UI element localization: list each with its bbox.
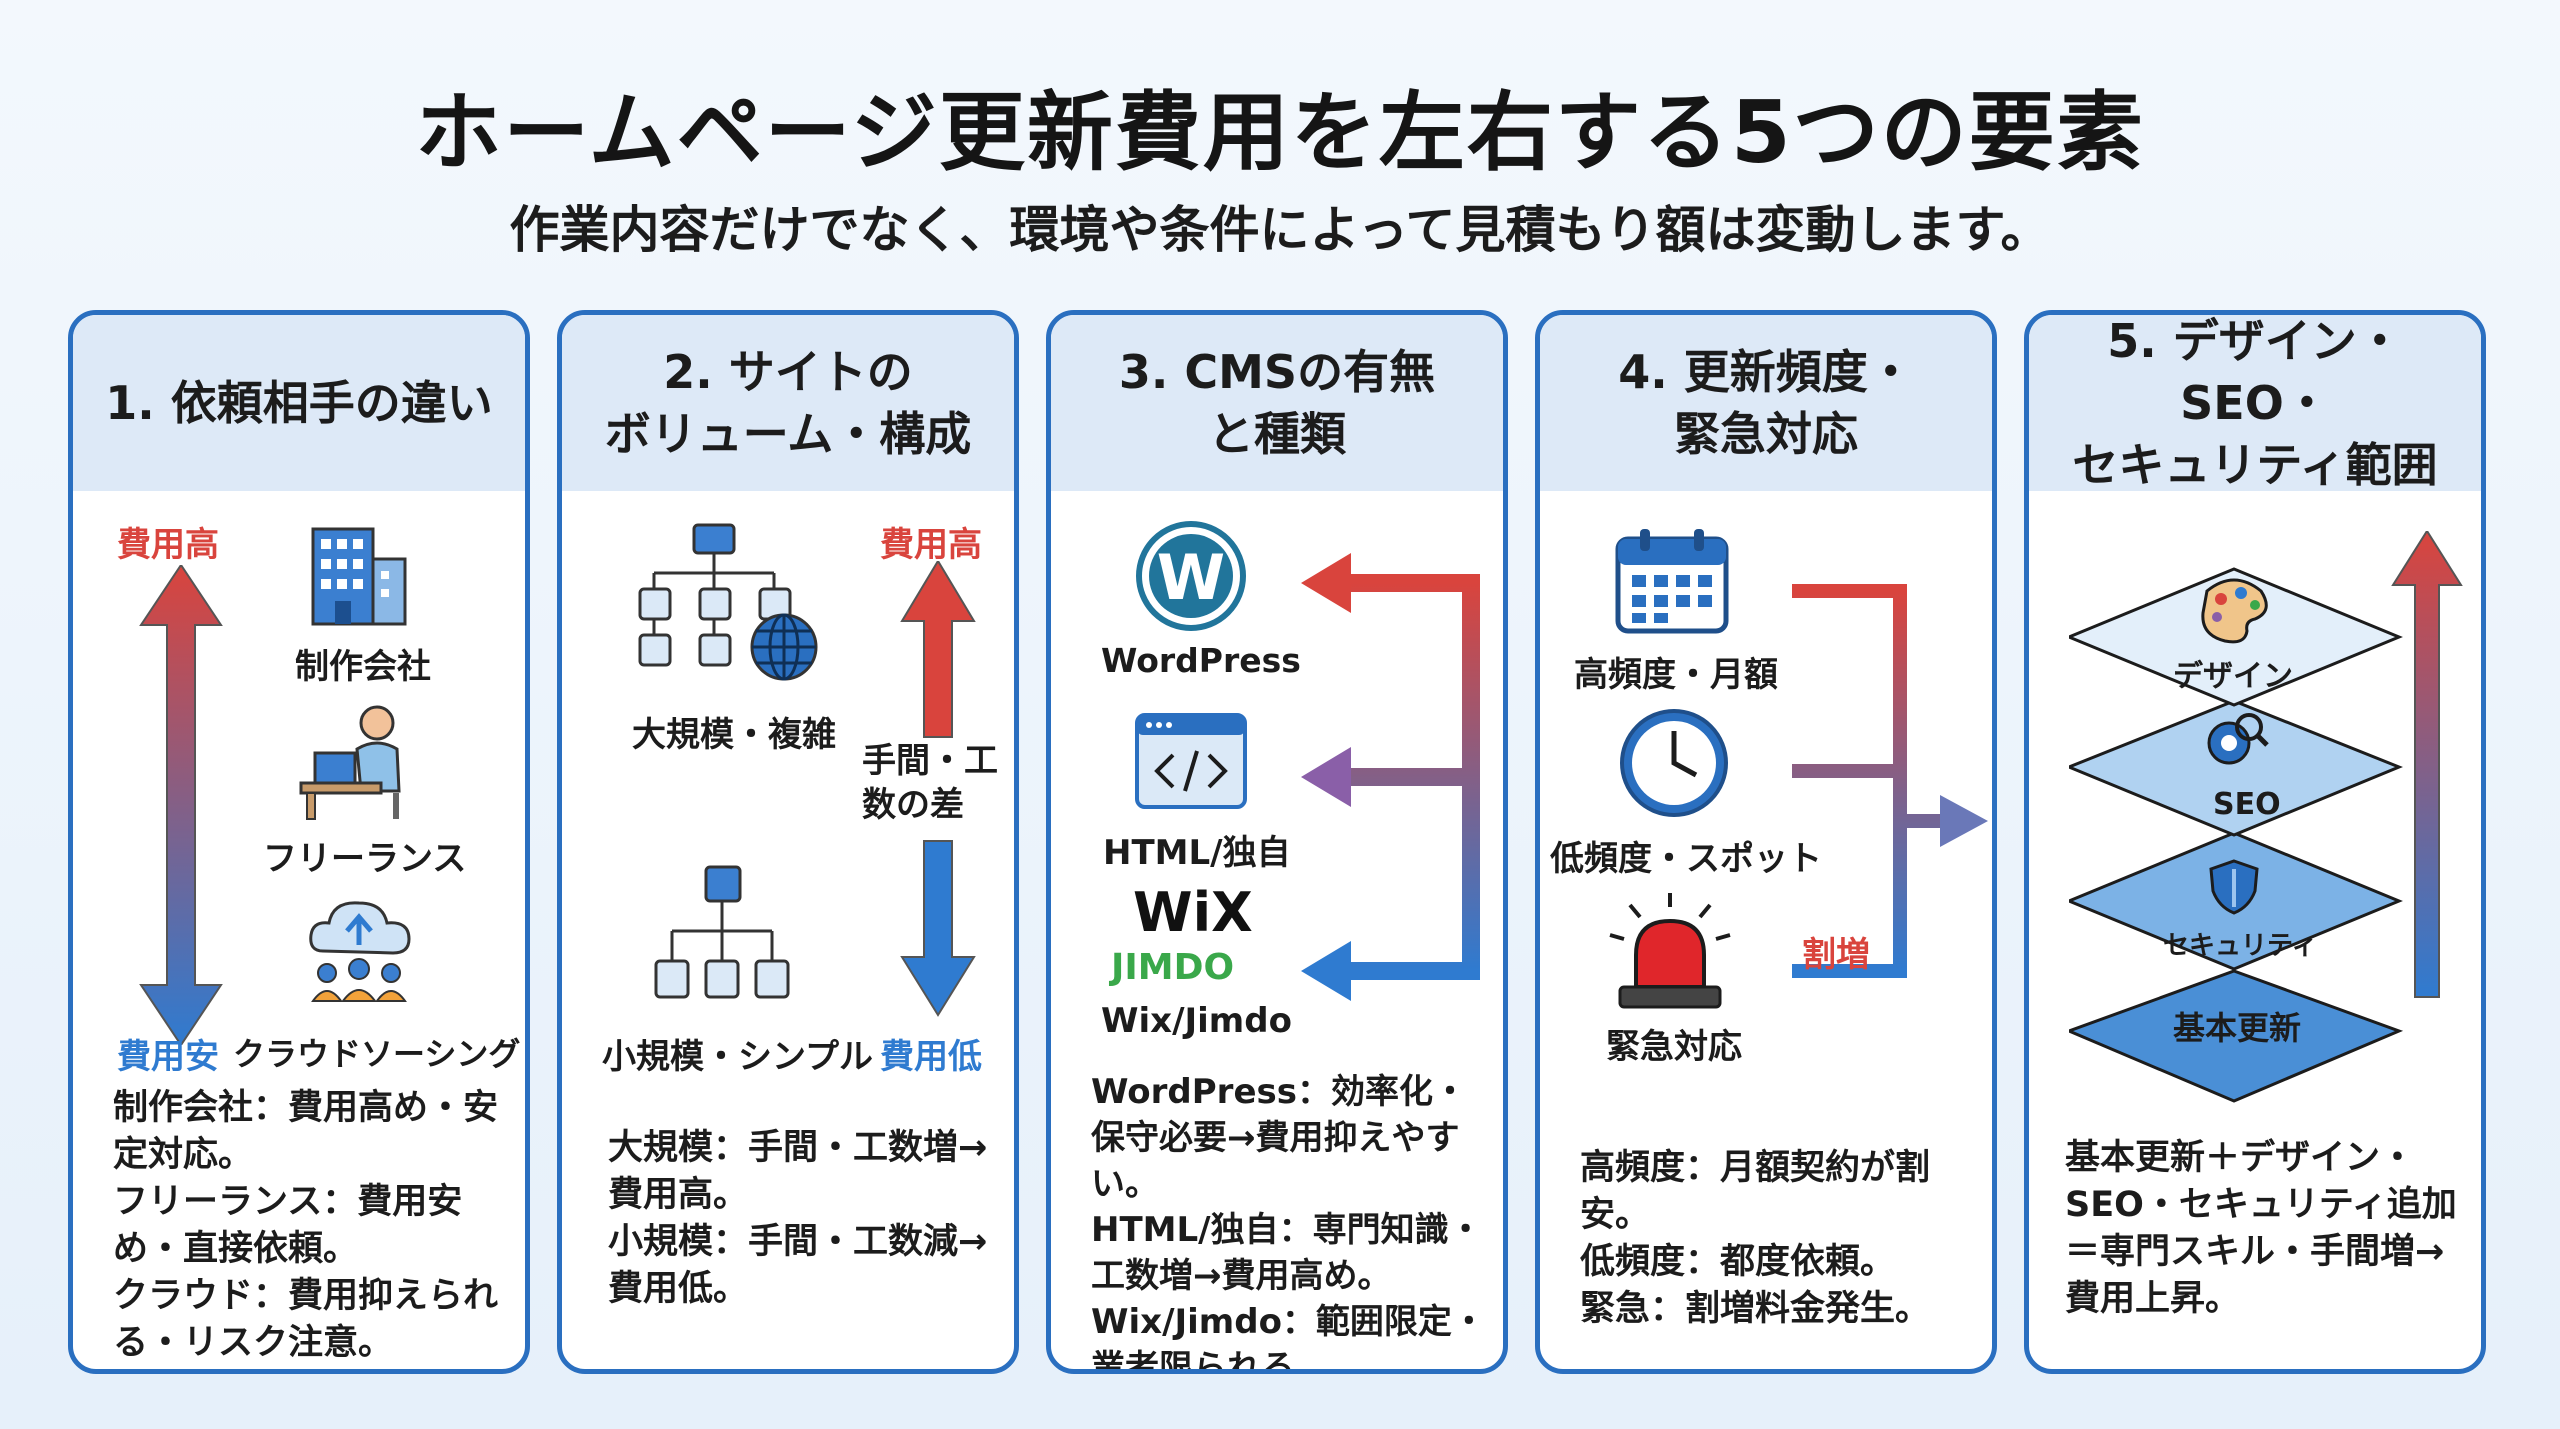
- cost-low-label: 費用低: [880, 1037, 982, 1077]
- sitemap-large-icon: [638, 523, 818, 681]
- arrow-down-blue: [900, 840, 976, 1017]
- arrow-up-red: [900, 561, 976, 738]
- layer-label: デザイン: [2173, 659, 2293, 694]
- building-icon: [311, 527, 407, 626]
- cloud-crowd-icon: [309, 901, 411, 1002]
- frequency-merge-arrows: [1792, 584, 1988, 978]
- card-design-seo-security: 5. デザイン・SEO・ セキュリティ範囲 デザイン SEO セキ: [2024, 310, 2486, 1374]
- svg-text:W: W: [1157, 541, 1225, 614]
- frequency-item-label: 高頻度・月額: [1574, 655, 1778, 695]
- volume-item-label: 小規模・シンプル: [602, 1037, 873, 1077]
- html-code-icon: [1135, 713, 1247, 809]
- palette-icon: [2201, 578, 2268, 644]
- jimdo-logo: JIMDO: [1111, 947, 1235, 988]
- cms-converging-arrows: [1301, 553, 1480, 1001]
- layer-seo: [2069, 699, 2403, 837]
- layer-basic-update: [2069, 969, 2404, 1103]
- cms-item-label: HTML/独自: [1103, 833, 1291, 873]
- frequency-item-label: 低頻度・スポット: [1550, 839, 1822, 879]
- cms-item-label: Wix/Jimdo: [1101, 1001, 1292, 1041]
- calendar-icon: [1615, 529, 1729, 634]
- wix-logo: WiX: [1133, 881, 1253, 944]
- layer-label: セキュリティ: [2163, 931, 2318, 961]
- cost-gradient-arrow: [139, 565, 223, 1045]
- cost-high-label: 費用高: [880, 525, 982, 565]
- client-item-label: クラウドソーシング: [233, 1035, 521, 1073]
- alarm-siren-icon: [1609, 893, 1731, 1009]
- gear-search-icon: [2207, 713, 2269, 765]
- shield-icon: [2209, 859, 2259, 915]
- card-description: 大規模：手間・工数増→費用高。 小規模：手間・工数減→費用低。: [608, 1128, 988, 1309]
- card-description: WordPress：効率化・保守必要→費用抑えやすい。 HTML/独自：専門知識…: [1091, 1072, 1486, 1374]
- freelancer-icon: [299, 705, 401, 820]
- frequency-item-label: 緊急対応: [1606, 1027, 1742, 1067]
- card-description: 制作会社：費用高め・安定対応。 フリーランス：費用安め・直接依頼。 クラウド：費…: [113, 1088, 499, 1363]
- card-heading: 4. 更新頻度・ 緊急対応: [1540, 315, 1992, 491]
- card-description: 基本更新＋デザイン・SEO・セキュリティ追加＝専門スキル・手間増→費用上昇。: [2065, 1138, 2457, 1319]
- card-cms-type: 3. CMSの有無 と種類 W WordPress HTML/独自 WiX JI…: [1046, 310, 1508, 1374]
- cost-rise-arrow: [2391, 531, 2463, 998]
- clock-icon: [1620, 709, 1728, 817]
- card-client-type: 1. 依頼相手の違い 費用高 制作会社 フリーランス 費用: [68, 310, 530, 1374]
- page-subtitle: 作業内容だけでなく、環境や条件によって見積もり額は変動します。: [509, 201, 2051, 259]
- client-item-label: フリーランス: [263, 839, 467, 879]
- layer-stack: [2069, 567, 2404, 1103]
- volume-item-label: 大規模・複雑: [632, 715, 836, 755]
- card-heading: 2. サイトの ボリューム・構成: [562, 315, 1014, 491]
- surcharge-label: 割増: [1802, 935, 1870, 975]
- sitemap-small-icon: [654, 865, 790, 999]
- layer-label: 基本更新: [2173, 1009, 2302, 1047]
- card-heading: 1. 依頼相手の違い: [73, 315, 525, 491]
- cost-high-label: 費用高: [117, 525, 219, 565]
- layer-label: SEO: [2213, 787, 2281, 822]
- card-update-frequency: 4. 更新頻度・ 緊急対応 高頻度・月額 低頻度・スポット 緊急対応 割増 高頻…: [1535, 310, 1997, 1374]
- card-site-volume: 2. サイトの ボリューム・構成 大規模・複雑 費用高 手間・工 数の差 小規模…: [557, 310, 1019, 1374]
- card-description: 高頻度：月額契約が割安。 低頻度：都度依頼。 緊急：割増料金発生。: [1580, 1148, 1931, 1329]
- effort-difference-label: 手間・工 数の差: [862, 741, 998, 825]
- wordpress-logo-icon: W: [1136, 521, 1246, 631]
- card-heading: 5. デザイン・SEO・ セキュリティ範囲: [2029, 315, 2481, 492]
- page-title: ホームページ更新費用を左右する5つの要素: [415, 83, 2145, 183]
- cms-item-label: WordPress: [1101, 641, 1301, 680]
- card-heading: 3. CMSの有無 と種類: [1051, 315, 1503, 491]
- client-item-label: 制作会社: [295, 647, 431, 687]
- cost-low-label: 費用安: [117, 1037, 219, 1077]
